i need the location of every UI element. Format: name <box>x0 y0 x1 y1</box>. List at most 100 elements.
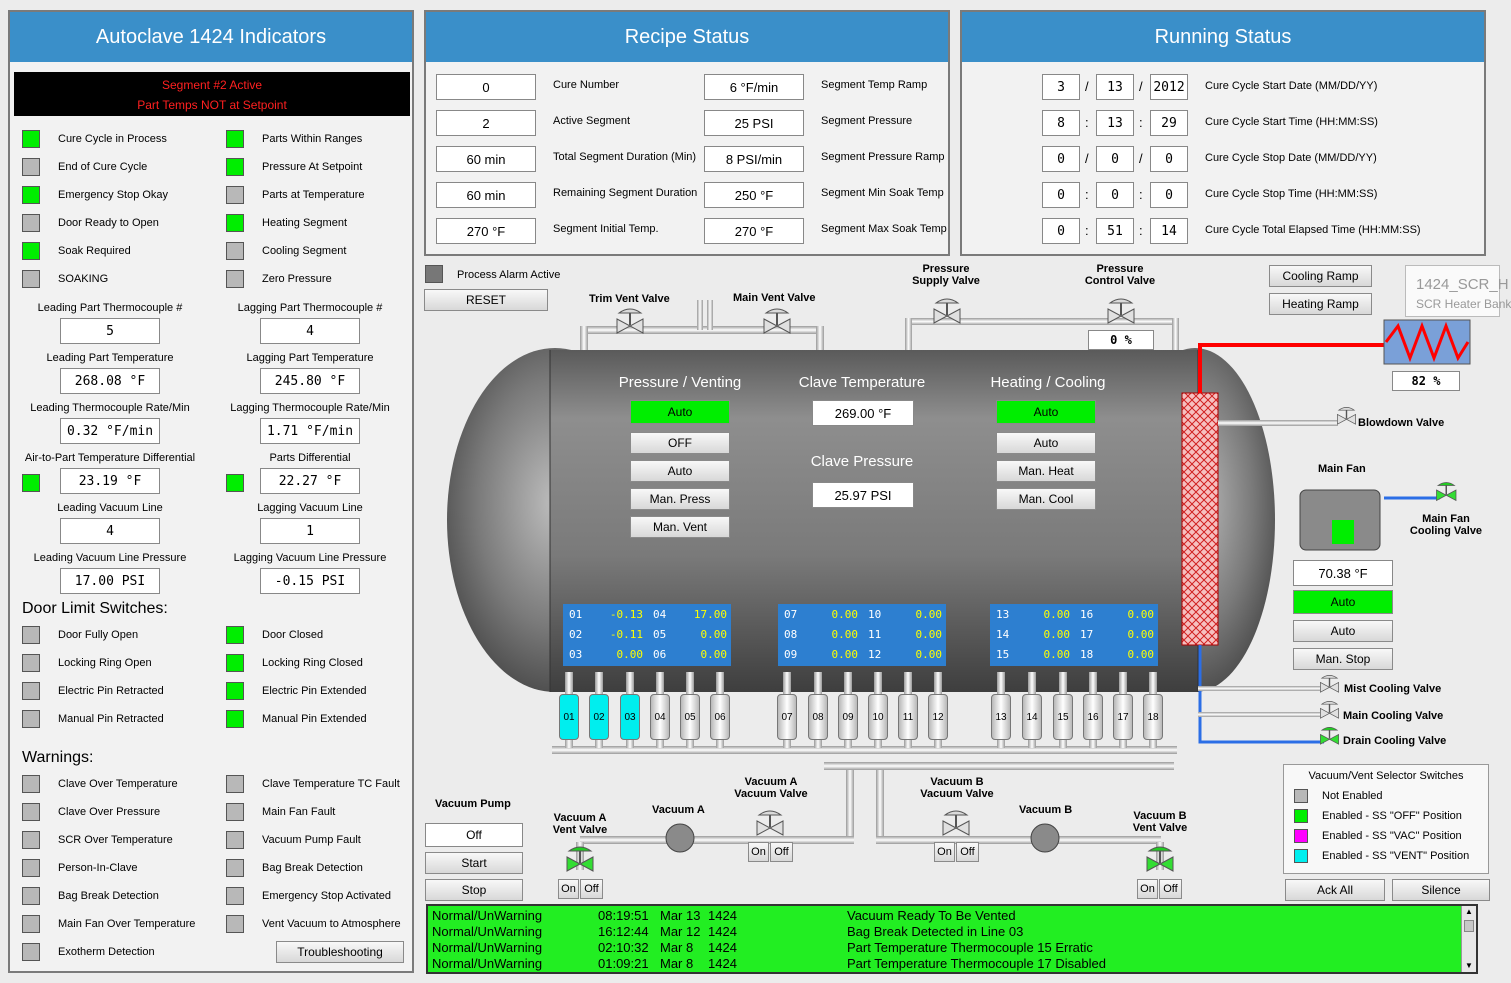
running-separator: : <box>1085 223 1089 238</box>
vacuum-port-button[interactable]: 08 <box>808 694 828 740</box>
hc-mode-button[interactable]: Auto <box>996 432 1096 454</box>
fan-mode-button[interactable]: Man. Stop <box>1293 648 1393 670</box>
main-fan-cooling-valve-icon[interactable] <box>1435 481 1458 507</box>
main-cooling-valve-icon[interactable] <box>1319 700 1340 724</box>
blowdown-valve-icon[interactable] <box>1336 406 1357 430</box>
vacuum-port-button[interactable]: 14 <box>1022 694 1042 740</box>
vac-a-line <box>580 836 854 844</box>
lagging-vacp-value: -0.15 PSI <box>260 568 360 594</box>
vacuum-port-button[interactable]: 18 <box>1143 694 1163 740</box>
reset-button[interactable]: RESET <box>424 289 548 311</box>
silence-button[interactable]: Silence <box>1392 879 1490 901</box>
vacuum-port-foot <box>595 740 603 748</box>
running-separator: : <box>1139 223 1143 238</box>
off-button[interactable]: Off <box>1159 879 1182 899</box>
vacuum-port-button[interactable]: 05 <box>680 694 700 740</box>
off-button[interactable]: Off <box>770 842 793 862</box>
alarm-time: 02:10:32 <box>598 940 649 955</box>
vacuum-pump-stop-button[interactable]: Stop <box>425 879 523 901</box>
warning-label: Clave Over Temperature <box>58 778 178 790</box>
vacuum-b-vacuum-valve-icon[interactable] <box>941 809 971 843</box>
scroll-up-icon[interactable]: ▲ <box>1465 907 1473 916</box>
pv-mode-button[interactable]: OFF <box>630 432 730 454</box>
vacuum-port-button[interactable]: 16 <box>1083 694 1103 740</box>
alarm-date: Mar 8 <box>660 940 694 955</box>
warning-label: Vacuum Pump Fault <box>262 834 361 846</box>
status-indicator <box>226 186 244 204</box>
scroll-thumb[interactable] <box>1464 920 1474 932</box>
vacuum-pump-state: Off <box>425 823 523 847</box>
main-vent-valve-icon[interactable] <box>762 307 792 341</box>
vacuum-pump-start-button[interactable]: Start <box>425 852 523 874</box>
alarm-scrollbar[interactable]: ▲ ▼ <box>1461 906 1476 972</box>
vacuum-port-button[interactable]: 12 <box>928 694 948 740</box>
troubleshooting-button[interactable]: Troubleshooting <box>276 941 404 963</box>
off-button[interactable]: Off <box>580 879 603 899</box>
vacuum-port-stem <box>874 672 882 694</box>
alarm-time: 01:09:21 <box>598 956 649 971</box>
vacuum-port-button[interactable]: 11 <box>898 694 918 740</box>
status-label: Soak Required <box>58 245 131 257</box>
warning-indicator <box>22 831 40 849</box>
on-button[interactable]: On <box>934 842 955 862</box>
on-button[interactable]: On <box>558 879 579 899</box>
main-vent-label: Main Vent Valve <box>733 292 816 304</box>
vacuum-port-button[interactable]: 15 <box>1053 694 1073 740</box>
drain-cooling-valve-icon[interactable] <box>1319 726 1340 750</box>
parts-diff-indicator <box>226 474 244 492</box>
vacuum-a-vent-valve-icon[interactable] <box>565 845 595 879</box>
vacuum-port-button[interactable]: 03 <box>620 694 640 740</box>
vacuum-port-button[interactable]: 02 <box>589 694 609 740</box>
pv-mode-button[interactable]: Man. Vent <box>630 516 730 538</box>
vacuum-port-button[interactable]: 06 <box>710 694 730 740</box>
heating-ramp-button[interactable]: Heating Ramp <box>1269 293 1372 315</box>
mist-cooling-label: Mist Cooling Valve <box>1344 683 1442 695</box>
trim-vent-label: Trim Vent Valve <box>589 293 670 305</box>
on-button[interactable]: On <box>748 842 769 862</box>
vacuum-port-button[interactable]: 17 <box>1113 694 1133 740</box>
vacuum-port-button[interactable]: 01 <box>559 694 579 740</box>
running-field: 0 <box>1042 182 1080 208</box>
pressure-supply-valve-icon[interactable] <box>932 297 962 331</box>
tc-number: 18 <box>1080 648 1094 661</box>
vacuum-port-button[interactable]: 13 <box>991 694 1011 740</box>
vacuum-port-button[interactable]: 04 <box>650 694 670 740</box>
status-banner: Segment #2 Active Part Temps NOT at Setp… <box>14 72 410 116</box>
on-button[interactable]: On <box>1137 879 1158 899</box>
blowdown-label: Blowdown Valve <box>1358 417 1445 429</box>
recipe-label: Segment Pressure <box>821 115 913 127</box>
off-button[interactable]: Off <box>956 842 979 862</box>
pv-mode-button[interactable]: Man. Press <box>630 488 730 510</box>
fan-mode-button[interactable]: Auto <box>1293 620 1393 642</box>
vac-b-label: Vacuum B <box>1019 804 1073 816</box>
recipe-value: 0 <box>436 74 536 100</box>
vacuum-manifold-a <box>552 746 1177 754</box>
cooling-ramp-button[interactable]: Cooling Ramp <box>1269 265 1372 287</box>
ack-all-button[interactable]: Ack All <box>1285 879 1385 901</box>
hc-mode-button[interactable]: Man. Cool <box>996 488 1096 510</box>
tc-value: 0.00 <box>831 608 859 621</box>
mist-cooling-valve-icon[interactable] <box>1319 674 1340 698</box>
vacuum-a-vacuum-valve-icon[interactable] <box>755 809 785 843</box>
pv-mode-button[interactable]: Auto <box>630 460 730 482</box>
selector-swatch <box>1294 809 1308 823</box>
vacuum-b-vent-valve-icon[interactable] <box>1145 845 1175 879</box>
warning-indicator <box>226 775 244 793</box>
pressure-control-valve-icon[interactable] <box>1106 297 1136 331</box>
vacuum-port-button[interactable]: 10 <box>868 694 888 740</box>
scroll-down-icon[interactable]: ▼ <box>1465 961 1473 970</box>
mist-cooling-pipe <box>1198 686 1324 691</box>
hc-mode-button[interactable]: Man. Heat <box>996 460 1096 482</box>
scr-tooltip: 1424_SCR_H SCR Heater Bank <box>1405 265 1511 317</box>
vacuum-port-foot <box>1119 740 1127 748</box>
vac-b-drop <box>876 770 884 840</box>
vacuum-port-button[interactable]: 07 <box>777 694 797 740</box>
vacuum-port-button[interactable]: 09 <box>838 694 858 740</box>
trim-vent-valve-icon[interactable] <box>615 307 645 341</box>
